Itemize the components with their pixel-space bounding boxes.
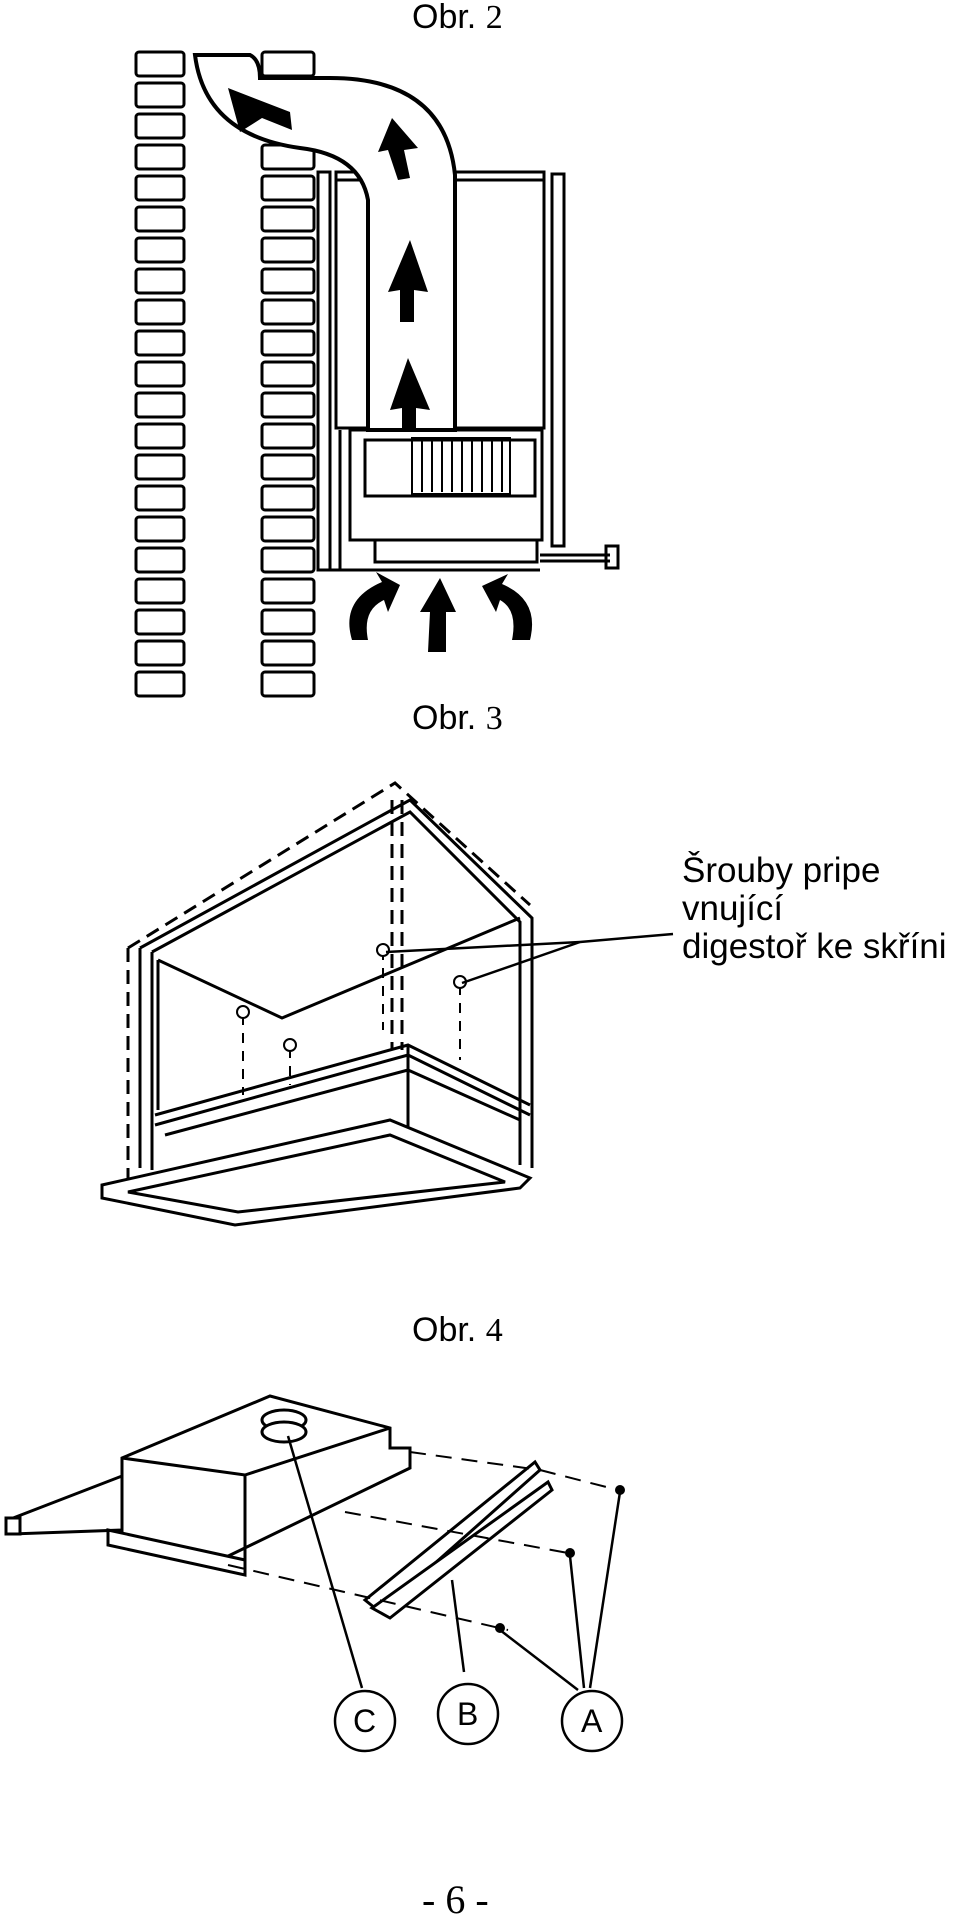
fig3-title-number: 3 [485,700,503,737]
label-circles [333,1682,624,1753]
duct-segment [134,267,186,295]
callout-line-3: digestoř ke skříni [682,926,947,966]
duct-segment [134,236,186,264]
duct-segment [260,639,316,667]
duct-segment [260,546,316,574]
fan-impeller [411,437,511,495]
duct-segment [134,329,186,357]
duct-segment [134,546,186,574]
duct-segment [134,298,186,326]
duct-segment [134,453,186,481]
duct-segment [134,81,186,109]
fig4-title: Obr. 4 [412,1313,503,1348]
duct-segment [134,608,186,636]
duct-segment [260,267,316,295]
duct-segment [134,205,186,233]
label-c: C [353,1703,377,1739]
label-a: A [581,1703,603,1739]
duct-segment [260,236,316,264]
duct-segment [134,360,186,388]
fig4-leaders [286,1435,622,1691]
callout-line-1: Šrouby pripe [682,851,881,890]
duct-segment [260,515,316,543]
duct-segment [260,205,316,233]
label-b: B [457,1696,479,1732]
fig2-title-number: 2 [485,0,503,36]
duct-segment [260,422,316,450]
duct-segment [260,608,316,636]
callout-line-2: vnující [682,888,784,928]
duct-segment [134,577,186,605]
duct-segment [260,298,316,326]
duct-segment [134,639,186,667]
duct-segment [260,391,316,419]
airflow-arrows [228,88,533,652]
duct-segment [134,515,186,543]
alignment-lines [227,1451,619,1631]
fig4-title-number: 4 [485,1312,503,1349]
fig4-title-label: Obr. [412,1311,477,1349]
duct-segment [260,329,316,357]
callout-leaders [385,932,674,985]
fig2-title: Obr. 2 [412,0,503,35]
duct-segment [134,174,186,202]
duct-segment [134,112,186,140]
screws [236,943,467,1052]
duct-segment [260,484,316,512]
fig3-title: Obr. 3 [412,701,503,736]
fig2-title-label: Obr. [412,0,477,36]
duct-segment [134,484,186,512]
page-number: - 6 - [422,1877,489,1922]
duct-segment [134,422,186,450]
duct-segment [260,360,316,388]
cabinet-outline [100,781,534,1227]
duct-segment [134,143,186,171]
duct-segment [260,577,316,605]
duct-segment [134,50,186,78]
duct-segment [260,174,316,202]
fig3-title-label: Obr. [412,699,477,737]
hood-unit [4,1394,412,1577]
duct-segment [260,453,316,481]
duct-segment [260,670,316,698]
rail-b [362,1459,554,1620]
screws-callout: Šrouby pripe vnující digestoř ke skříni [682,852,947,965]
duct-segment [134,670,186,698]
duct-segment [134,391,186,419]
